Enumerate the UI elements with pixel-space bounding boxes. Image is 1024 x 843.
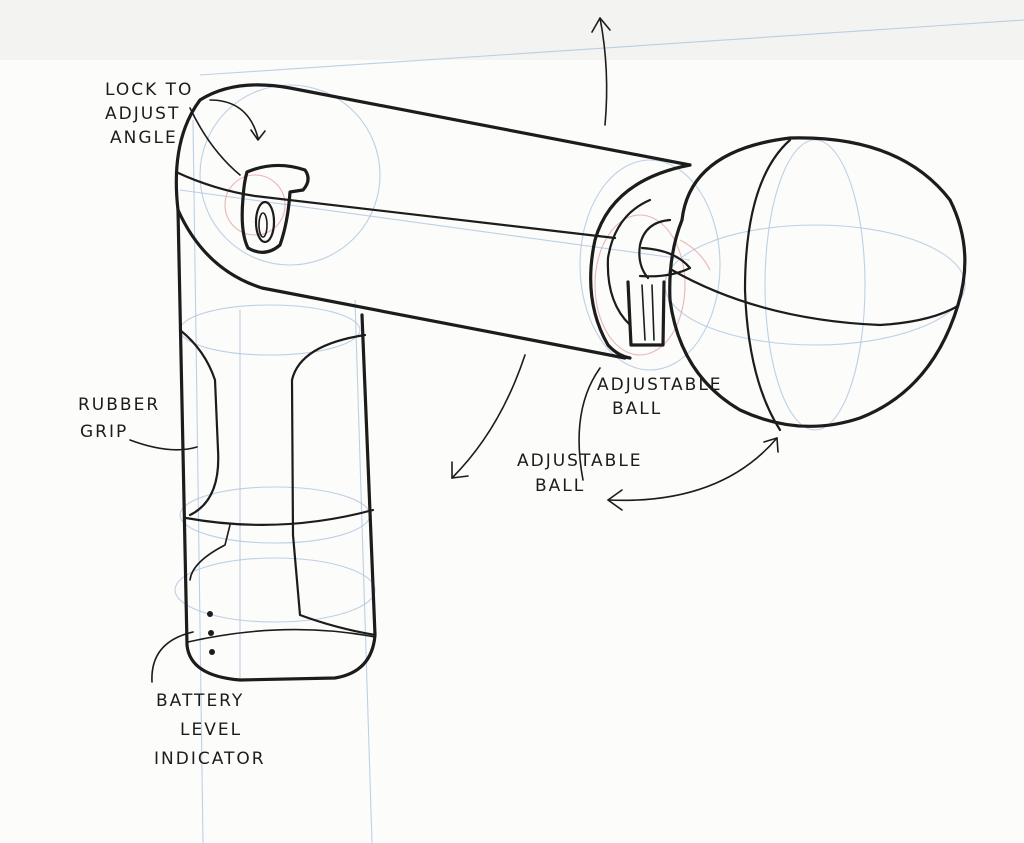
down-arrow <box>451 354 526 479</box>
handle <box>176 208 377 682</box>
battery-indicator-dots <box>207 611 215 655</box>
adjustable-ball-label-1-line1: ADJUSTABLE <box>597 375 723 395</box>
battery-label-line3: INDICATOR <box>154 749 266 769</box>
front-joint <box>589 163 692 360</box>
up-arrow <box>599 17 608 126</box>
ball-rotation-arrow <box>607 437 778 502</box>
adjustable-ball-label-2-line1: ADJUSTABLE <box>517 451 643 471</box>
lock-label-line2: ADJUST <box>105 104 180 124</box>
lock-knob <box>240 163 310 254</box>
rubber-grip-label-line1: RUBBER <box>78 395 160 415</box>
barrel <box>174 83 692 360</box>
leader-lines <box>129 99 601 683</box>
lock-label-line1: LOCK TO <box>105 80 193 100</box>
adjustable-ball-label-2-line2: BALL <box>535 476 585 496</box>
massage-ball <box>668 136 967 432</box>
motion-arrows <box>451 17 779 511</box>
lock-label-line3: ANGLE <box>110 128 178 148</box>
battery-label-line1: BATTERY <box>156 691 244 711</box>
battery-label-line2: LEVEL <box>180 720 242 740</box>
adjustable-ball-label-1-line2: BALL <box>612 399 662 419</box>
annotation-labels: LOCK TO ADJUST ANGLE RUBBER GRIP ADJUSTA… <box>78 80 723 769</box>
paper-shadow-top <box>0 0 1024 60</box>
rubber-grip-label-line2: GRIP <box>80 422 128 442</box>
